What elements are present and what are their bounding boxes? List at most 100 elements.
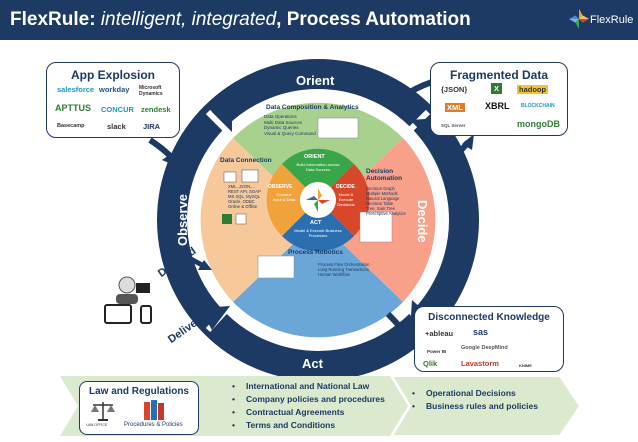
center-orient <box>282 148 354 200</box>
panel-title: Fragmented Data <box>449 68 549 82</box>
law-title: Law and Regulations <box>88 386 189 397</box>
brand-blockchain: BLOCKCHAIN <box>521 103 555 109</box>
segment-bottom-list: Process Flow Orchestration Long Running … <box>318 262 369 277</box>
label-decide: Decide <box>415 200 430 243</box>
label-observe: Observe <box>175 193 190 246</box>
segment-bottom <box>233 220 403 338</box>
segment-item: Dynamic Queries <box>264 125 299 130</box>
title-italic: intelligent, integrated <box>100 9 277 30</box>
segment-item: Oracle, ODBC <box>228 199 255 204</box>
brand-workday: workday <box>99 85 130 94</box>
brand-basecamp: Basecamp <box>57 123 85 129</box>
label-orient: Orient <box>296 73 335 88</box>
panel-disconnected-knowledge: Disconnected Knowledge +ableau sas Power… <box>414 306 564 372</box>
title-end: , Process Automation <box>276 9 471 30</box>
segment-right-title: Decision Automation <box>366 168 403 182</box>
screenshot-thumb <box>359 211 393 243</box>
procedures-label: Procedures & Policies <box>124 422 183 428</box>
page-title: FlexRule: intelligent, integrated, Proce… <box>10 9 471 31</box>
brand-excel: X <box>491 83 503 94</box>
center-star-icon <box>306 188 330 212</box>
excel-icon <box>222 214 232 224</box>
brand-sas: sas <box>473 327 489 337</box>
segment-item: Tree, Sum Tree <box>366 206 395 211</box>
brand-tableau: +ableau <box>425 329 454 338</box>
center-act-text: Model & Execute Business Processes <box>294 228 342 238</box>
brand-sql-server: SQL Server <box>441 123 466 128</box>
segment-item: XML, JSON,... <box>228 184 255 189</box>
law-office-label: LAW OFFICE <box>86 423 108 427</box>
center-observe <box>266 164 318 236</box>
segment-top-title: Data Composition & Analytics <box>266 104 359 111</box>
segment-left-list: XML, JSON,... REST API, SOAP MS SQL, MyS… <box>228 184 261 209</box>
user-icon <box>116 276 150 304</box>
screenshot-thumb <box>317 117 359 139</box>
brand-xbrl: XBRL <box>485 101 510 111</box>
brand-zendesk: zendesk <box>141 105 171 114</box>
center-observe-text: Connect Input & Data <box>272 192 296 202</box>
center-orient-title: ORIENT <box>304 154 325 160</box>
segment-item: Decision Table <box>366 201 394 206</box>
segment-item: Human Workflow <box>318 272 350 277</box>
segment-left-title: Data Connection <box>220 157 272 164</box>
center-orient-text: Build Information across Data Sources <box>296 162 340 172</box>
brand-power-bi: Power BI <box>427 349 447 354</box>
segment-item: Prescriptive Analytics <box>366 211 406 216</box>
brand-concur: CONCUR <box>101 105 134 114</box>
list-item: •Operational Decisions <box>412 388 516 398</box>
books-icon <box>144 400 164 420</box>
segment-item: MS SQL, MySQL <box>228 194 261 199</box>
center-decide <box>318 164 370 236</box>
brand-salesforce: salesforce <box>57 85 95 94</box>
brand-hadoop: hadoop <box>517 85 549 94</box>
segment-item: Process Flow Orchestration <box>318 262 370 267</box>
scales-icon <box>91 402 115 421</box>
center-observe-title: OBSERVE <box>268 184 293 190</box>
header-bar: FlexRule: intelligent, integrated, Proce… <box>0 0 638 40</box>
segment-right-list: Decision Graph Multiple Methods Natural … <box>366 186 406 216</box>
decision-list: •Operational Decisions •Business rules a… <box>412 387 538 413</box>
title-brand: FlexRule: <box>10 9 96 30</box>
segment-item: REST API, SOAP <box>228 189 261 194</box>
list-item: •International and National Law <box>232 381 370 391</box>
center-act-title: ACT <box>310 220 322 226</box>
brand-lavastorm: Lavastorm <box>461 359 499 368</box>
brand-microsoft-dynamics: Microsoft Dynamics <box>139 85 163 97</box>
device-thumb <box>223 171 237 183</box>
segment-item: Natural Language <box>366 196 400 201</box>
list-item: •Company policies and procedures <box>232 394 385 404</box>
panel-fragmented-data: Fragmented Data {JSON} X hadoop XML XBRL… <box>430 62 568 136</box>
logo-text: FlexRule <box>590 14 634 26</box>
list-item: •Business rules and policies <box>412 401 538 411</box>
segment-item: Online & Offline <box>228 204 258 209</box>
outer-cycle-ring <box>157 59 479 381</box>
law-list: •International and National Law •Company… <box>232 380 385 432</box>
screenshot-thumb <box>257 255 295 279</box>
file-icon <box>235 213 247 225</box>
ring-arrow-head <box>212 100 232 132</box>
panel-title: App Explosion <box>71 68 155 82</box>
brand-apttus: APTTUS <box>55 103 91 113</box>
brand-qlik: Qlik <box>423 359 438 368</box>
brand-google-deepmind: Google DeepMind <box>461 345 508 351</box>
segment-bottom-title: Process Robotics <box>288 249 343 256</box>
segment-item: Decision Graph <box>366 186 395 191</box>
brand-json: {JSON} <box>441 85 468 94</box>
list-item: •Contractual Agreements <box>232 407 345 417</box>
bottom-chevron-2 <box>390 375 582 437</box>
brand-xml: XML <box>445 103 465 112</box>
panel-title: Disconnected Knowledge <box>428 312 550 323</box>
segment-item: Multiple Methods <box>366 191 398 196</box>
segment-top-list: Data Operations Multi Data Sources Dynam… <box>264 114 316 136</box>
center-act <box>282 200 354 252</box>
phone-icon <box>140 305 152 324</box>
segment-item: Data Operations <box>264 114 297 119</box>
tablet-icon <box>104 304 132 324</box>
segment-item: Long Running Transactions <box>318 267 369 272</box>
center-decide-title: DECIDE <box>336 184 355 190</box>
flexrule-logo-icon <box>568 8 590 30</box>
list-item: •Terms and Conditions <box>232 420 336 430</box>
law-regulations-box: Law and Regulations LAW OFFICE Procedure… <box>79 381 199 435</box>
device-thumb <box>241 169 259 183</box>
brand-mongodb: mongoDB <box>517 119 560 129</box>
